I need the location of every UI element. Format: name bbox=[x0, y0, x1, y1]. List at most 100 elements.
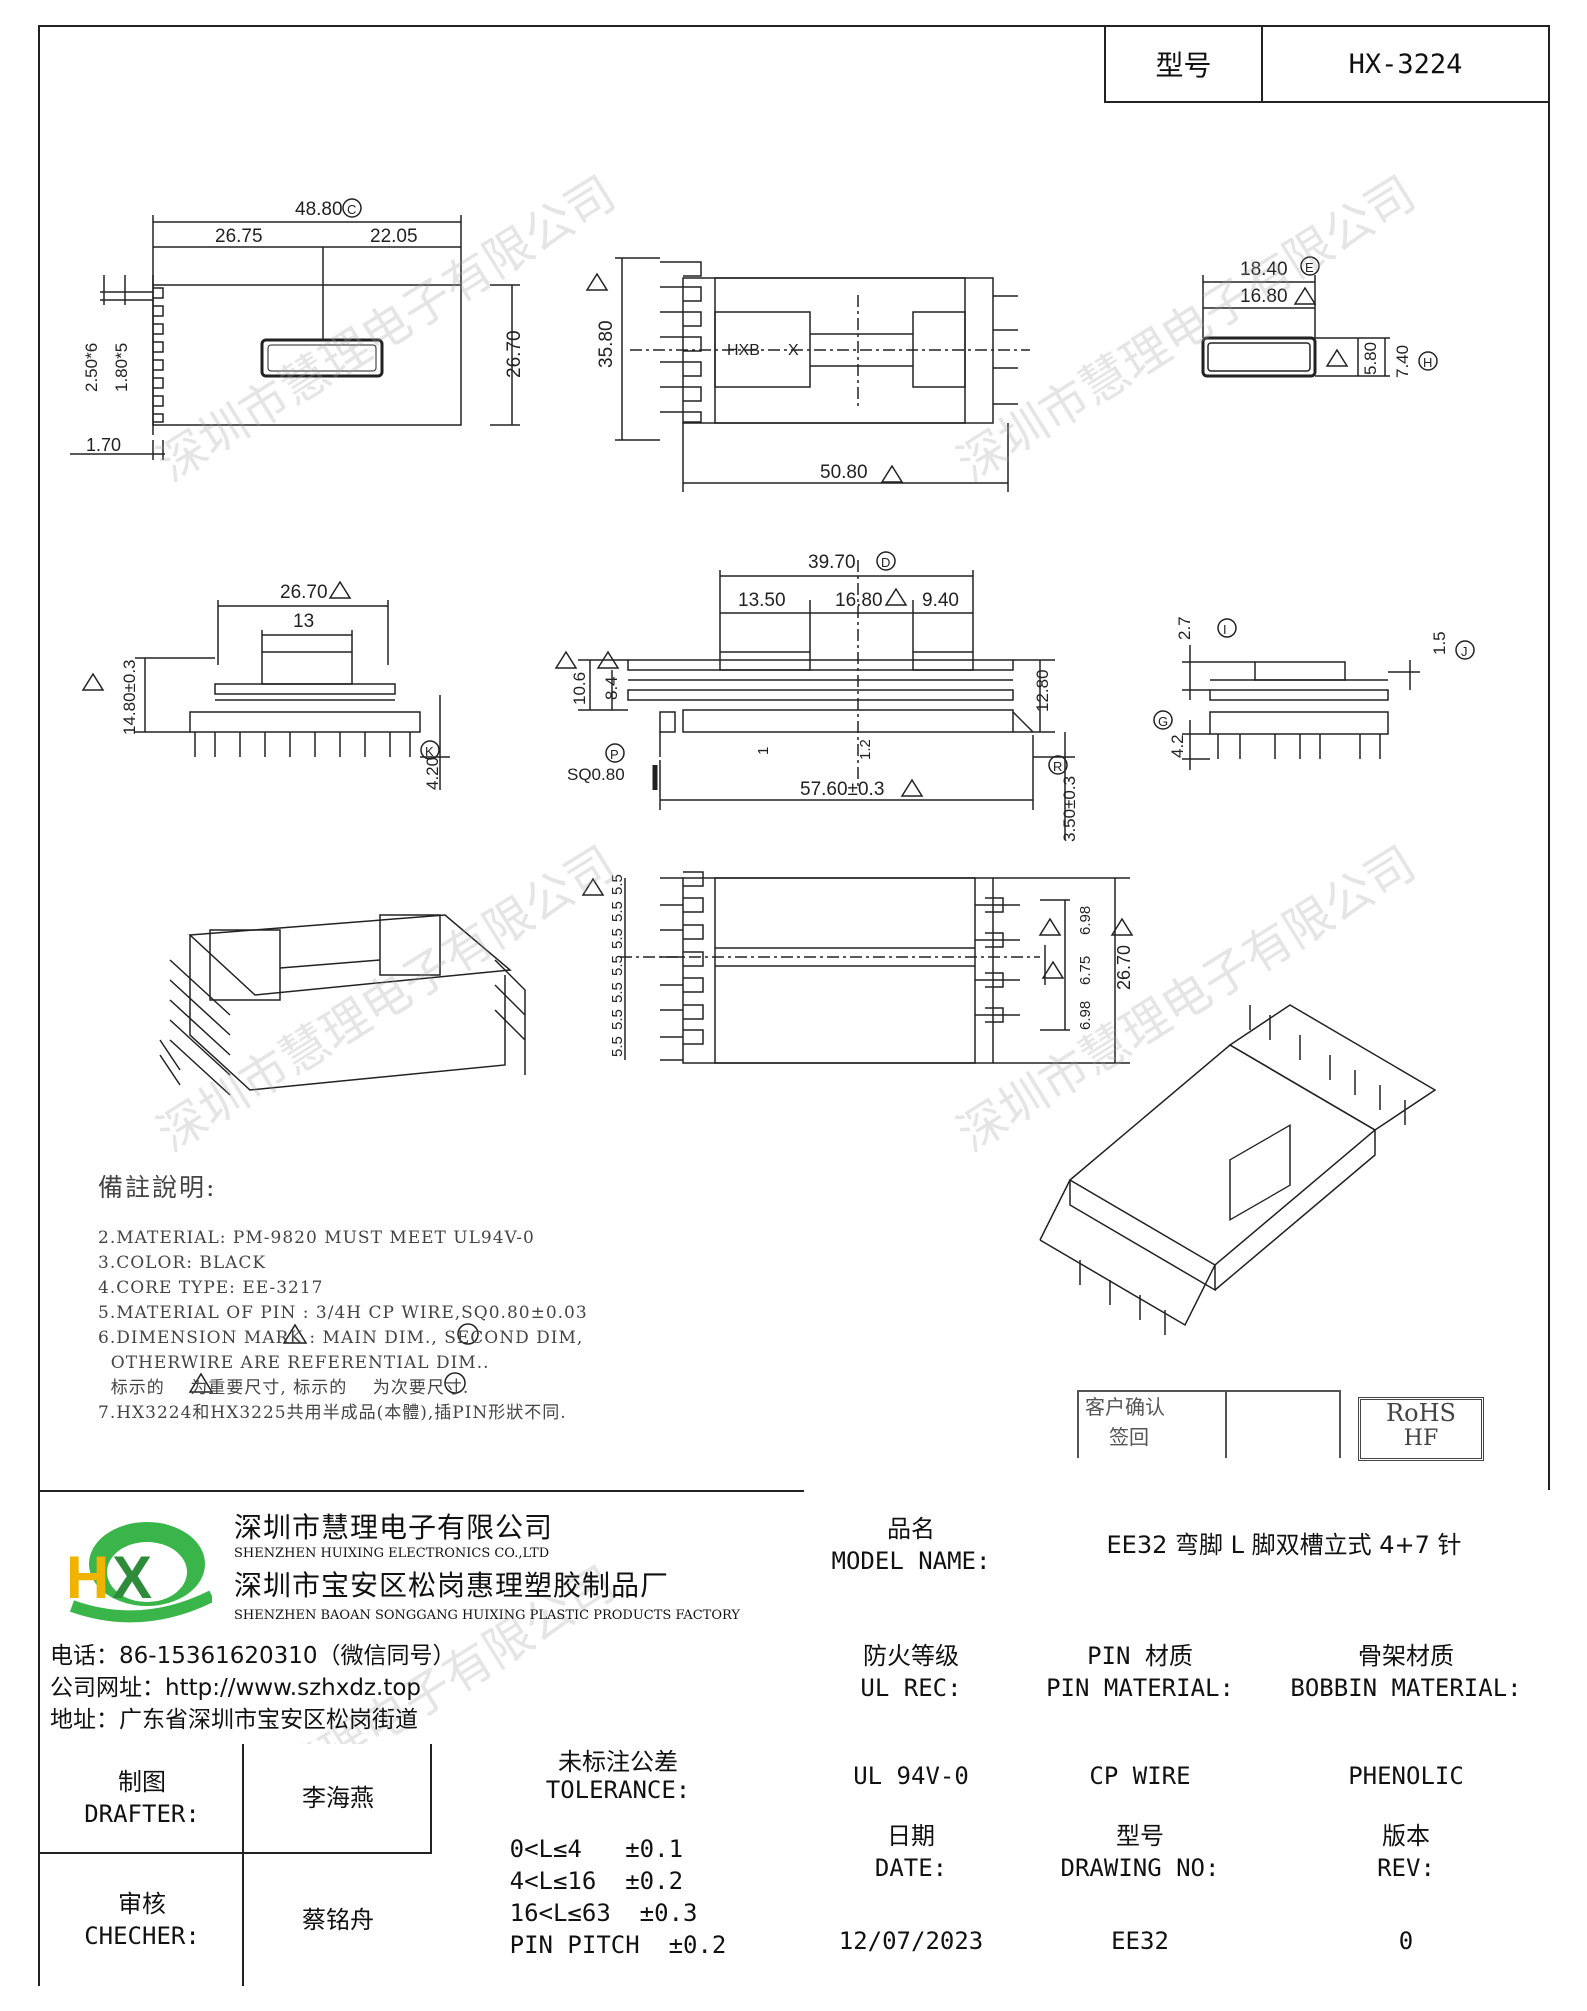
main-dim-triangle-icon bbox=[328, 580, 352, 599]
mark-k: K bbox=[425, 744, 434, 759]
dim-12-80: 12.80 bbox=[1033, 669, 1052, 712]
checker-en: CHECHER: bbox=[84, 1922, 200, 1950]
dim-22-05: 22.05 bbox=[370, 226, 418, 247]
confirm-label-2: 签回 bbox=[1109, 1425, 1149, 1449]
dim-26-70-c: 26.70 bbox=[1114, 945, 1134, 990]
main-dim-triangle-icon bbox=[1041, 960, 1065, 979]
customer-confirm-box: 客户确认 签回 bbox=[1077, 1390, 1341, 1458]
dwg-value: EE32 bbox=[1111, 1927, 1169, 1955]
dim-6-98-a: 6.98 bbox=[1077, 906, 1094, 935]
view-iso-right bbox=[1039, 1004, 1437, 1335]
company-name-en: SHENZHEN HUIXING ELECTRONICS CO.,LTD bbox=[234, 1546, 550, 1561]
pitch-label: 5.5 bbox=[609, 955, 626, 976]
company-cell: H X 深圳市慧理电子有限公司 SHENZHEN HUIXING ELECTRO… bbox=[38, 1490, 806, 1746]
mark-h: H bbox=[1423, 355, 1432, 370]
dim-5-80: 5.80 bbox=[1361, 342, 1380, 375]
mark-r: R bbox=[1053, 759, 1062, 774]
mark-c: C bbox=[347, 202, 356, 217]
dim-7-40: 7.40 bbox=[1393, 345, 1412, 378]
note-line: 4.CORE TYPE: EE-3217 bbox=[98, 1278, 324, 1298]
mark-i: I bbox=[1223, 622, 1227, 637]
pins-top-center-right bbox=[993, 295, 1018, 405]
dim-39-70: 39.70 bbox=[808, 552, 856, 573]
hf-label: HF bbox=[1403, 1426, 1439, 1451]
view-mid-left: 26.70 13 14.80±0.3 4.20 K bbox=[81, 580, 450, 790]
pin-value-cell: CP WIRE bbox=[1018, 1744, 1264, 1810]
main-dim-triangle-icon bbox=[554, 650, 578, 669]
ul-value-cell: UL 94V-0 bbox=[804, 1744, 1020, 1810]
model-name-value-cell: EE32 弯脚 L 脚双槽立式 4+7 针 bbox=[1018, 1490, 1550, 1602]
dim-10-6: 10.6 bbox=[570, 672, 589, 705]
main-dim-triangle-icon bbox=[581, 877, 605, 896]
note-line: 标示的 为重要尺寸, 标示的 为次要尺寸. bbox=[98, 1378, 470, 1398]
pitch-label: 5.5 bbox=[609, 1009, 626, 1030]
ul-cn: 防火等级 bbox=[863, 1642, 959, 1670]
tolerance-label-cell: 未标注公差 TOLERANCE: bbox=[430, 1744, 806, 1810]
notes-title: 備註說明: bbox=[98, 1173, 217, 1202]
dim-8-4: 8.4 bbox=[602, 676, 621, 700]
main-dim-triangle-icon bbox=[880, 464, 904, 483]
pitch-label: 5.5 bbox=[609, 982, 626, 1003]
dim-26-70: 26.70 bbox=[504, 330, 525, 378]
mark-p: P bbox=[610, 747, 619, 762]
bottom-pitch-labels: 5.5 5.5 5.5 5.5 5.5 5.5 5.5 bbox=[609, 874, 626, 1057]
checker-value: 蔡铭舟 bbox=[302, 1906, 374, 1934]
bobbin-en: BOBBIN MATERIAL: bbox=[1290, 1674, 1522, 1702]
dim-16-80: 16.80 bbox=[1240, 286, 1288, 307]
pins-mid-left bbox=[194, 732, 411, 757]
checker-label-cell: 审核 CHECHER: bbox=[38, 1852, 244, 1986]
drafter-label-cell: 制图 DRAFTER: bbox=[38, 1744, 244, 1854]
date-cn: 日期 bbox=[887, 1822, 935, 1850]
rev-value: 0 bbox=[1398, 1927, 1414, 1955]
note-line: 3.COLOR: BLACK bbox=[98, 1253, 267, 1273]
model-name-en: MODEL NAME: bbox=[831, 1547, 991, 1575]
confirm-label: 客户确认 bbox=[1085, 1395, 1165, 1419]
date-en: DATE: bbox=[874, 1854, 948, 1882]
mark-e: E bbox=[1305, 260, 1314, 275]
rev-label-cell: 版本 REV: bbox=[1262, 1808, 1550, 1898]
ul-label-cell: 防火等级 UL REC: bbox=[804, 1600, 1020, 1746]
tolerance-line: PIN PITCH ±0.2 bbox=[509, 1931, 727, 1959]
drafter-value-cell: 李海燕 bbox=[242, 1744, 432, 1854]
pin-label-cell: PIN 材质 PIN MATERIAL: bbox=[1018, 1600, 1264, 1746]
company-address: 地址：广东省深圳市宝安区松岗街道 bbox=[50, 1707, 418, 1733]
tolerance-line: 16<L≤63 ±0.3 bbox=[509, 1899, 698, 1927]
model-name-label-cell: 品名 MODEL NAME: bbox=[804, 1490, 1020, 1602]
note-line: 6.DIMENSION MARK : MAIN DIM., SECOND DIM… bbox=[98, 1328, 584, 1348]
dim-4-20: 4.20 bbox=[423, 757, 442, 790]
dim-2-50-6: 2.50*6 bbox=[82, 343, 101, 392]
pins-top-center-left bbox=[660, 261, 702, 423]
bobbin-label-cell: 骨架材质 BOBBIN MATERIAL: bbox=[1262, 1600, 1550, 1746]
dim-9-40: 9.40 bbox=[922, 590, 959, 611]
pitch-label: 5.5 bbox=[609, 874, 626, 895]
model-name-cn: 品名 bbox=[887, 1515, 935, 1543]
dim-6-75: 6.75 bbox=[1077, 956, 1094, 985]
pin-value: CP WIRE bbox=[1089, 1762, 1191, 1790]
dwg-cn: 型号 bbox=[1116, 1822, 1164, 1850]
dim-1: 1 bbox=[755, 747, 772, 755]
dim-13: 13 bbox=[293, 611, 314, 632]
model-name-value: EE32 弯脚 L 脚双槽立式 4+7 针 bbox=[1106, 1531, 1462, 1559]
header-model-value: HX-3224 bbox=[1348, 48, 1463, 80]
logo-h: H bbox=[66, 1544, 109, 1611]
pitch-label: 5.5 bbox=[609, 928, 626, 949]
second-dim-circle-icon bbox=[444, 1372, 466, 1394]
rev-cn: 版本 bbox=[1382, 1822, 1430, 1850]
view-mid-center: 39.70 D 13.50 16.80 9.40 10.6 8.4 12.80 … bbox=[554, 551, 1079, 842]
tolerance-line: 0<L≤4 ±0.1 bbox=[509, 1835, 684, 1863]
company-phone: 电话：86-15361620310（微信同号） bbox=[50, 1643, 456, 1669]
main-dim-triangle-icon bbox=[1325, 348, 1349, 367]
pitch-label: 5.5 bbox=[609, 1036, 626, 1057]
rohs-label: RoHS bbox=[1386, 1399, 1456, 1427]
dim-18-40: 18.40 bbox=[1240, 259, 1288, 280]
notes-block: 備註說明: 2.MATERIAL: PM-9820 MUST MEET UL94… bbox=[98, 1168, 588, 1426]
dim-26-75: 26.75 bbox=[215, 226, 263, 247]
drafter-cn: 制图 bbox=[118, 1768, 166, 1796]
dim-14-80: 14.80±0.3 bbox=[120, 659, 139, 735]
ul-value: UL 94V-0 bbox=[853, 1762, 969, 1790]
company-website[interactable]: 公司网址：http://www.szhxdz.top bbox=[50, 1675, 422, 1701]
ul-en: UL REC: bbox=[860, 1674, 962, 1702]
main-dim-triangle-icon bbox=[282, 1323, 308, 1344]
tolerance-line: 4<L≤16 ±0.2 bbox=[509, 1867, 684, 1895]
header-model-label: 型号 bbox=[1155, 49, 1212, 82]
